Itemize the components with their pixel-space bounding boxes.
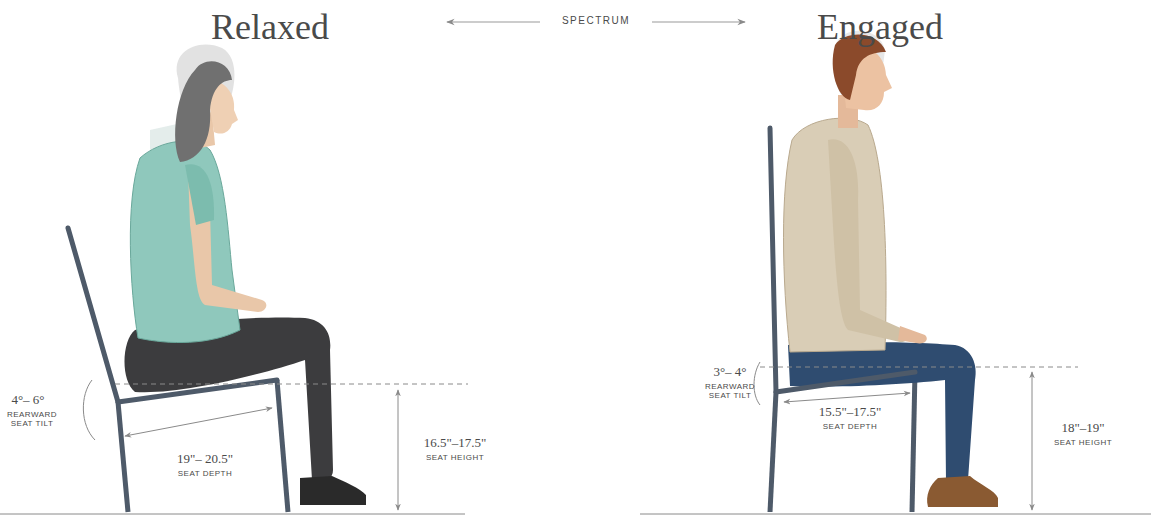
floor-line <box>0 514 1151 515</box>
depth-value: 15.5"–17.5" <box>819 405 882 419</box>
spectrum-label: SPECTRUM <box>562 15 630 26</box>
angle-caption: REARWARD SEAT TILT <box>701 383 759 401</box>
relaxed-figure <box>68 45 366 512</box>
engaged-figure <box>770 31 998 512</box>
angle-value: 4°– 6° <box>11 393 44 407</box>
height-value: 18"–19" <box>1061 421 1104 435</box>
height-caption: SEAT HEIGHT <box>426 454 484 463</box>
angle-value: 3°– 4° <box>713 365 746 379</box>
depth-value: 19"– 20.5" <box>177 452 233 466</box>
depth-caption: SEAT DEPTH <box>823 423 878 432</box>
dimension-line <box>754 362 1078 510</box>
depth-caption: SEAT DEPTH <box>178 470 233 479</box>
height-caption: SEAT HEIGHT <box>1054 439 1112 448</box>
heading: Engaged <box>817 8 943 48</box>
heading: Relaxed <box>211 8 329 48</box>
dimension-line <box>83 380 468 510</box>
height-value: 16.5"–17.5" <box>424 436 487 450</box>
angle-caption: REARWARD SEAT TILT <box>3 411 61 429</box>
